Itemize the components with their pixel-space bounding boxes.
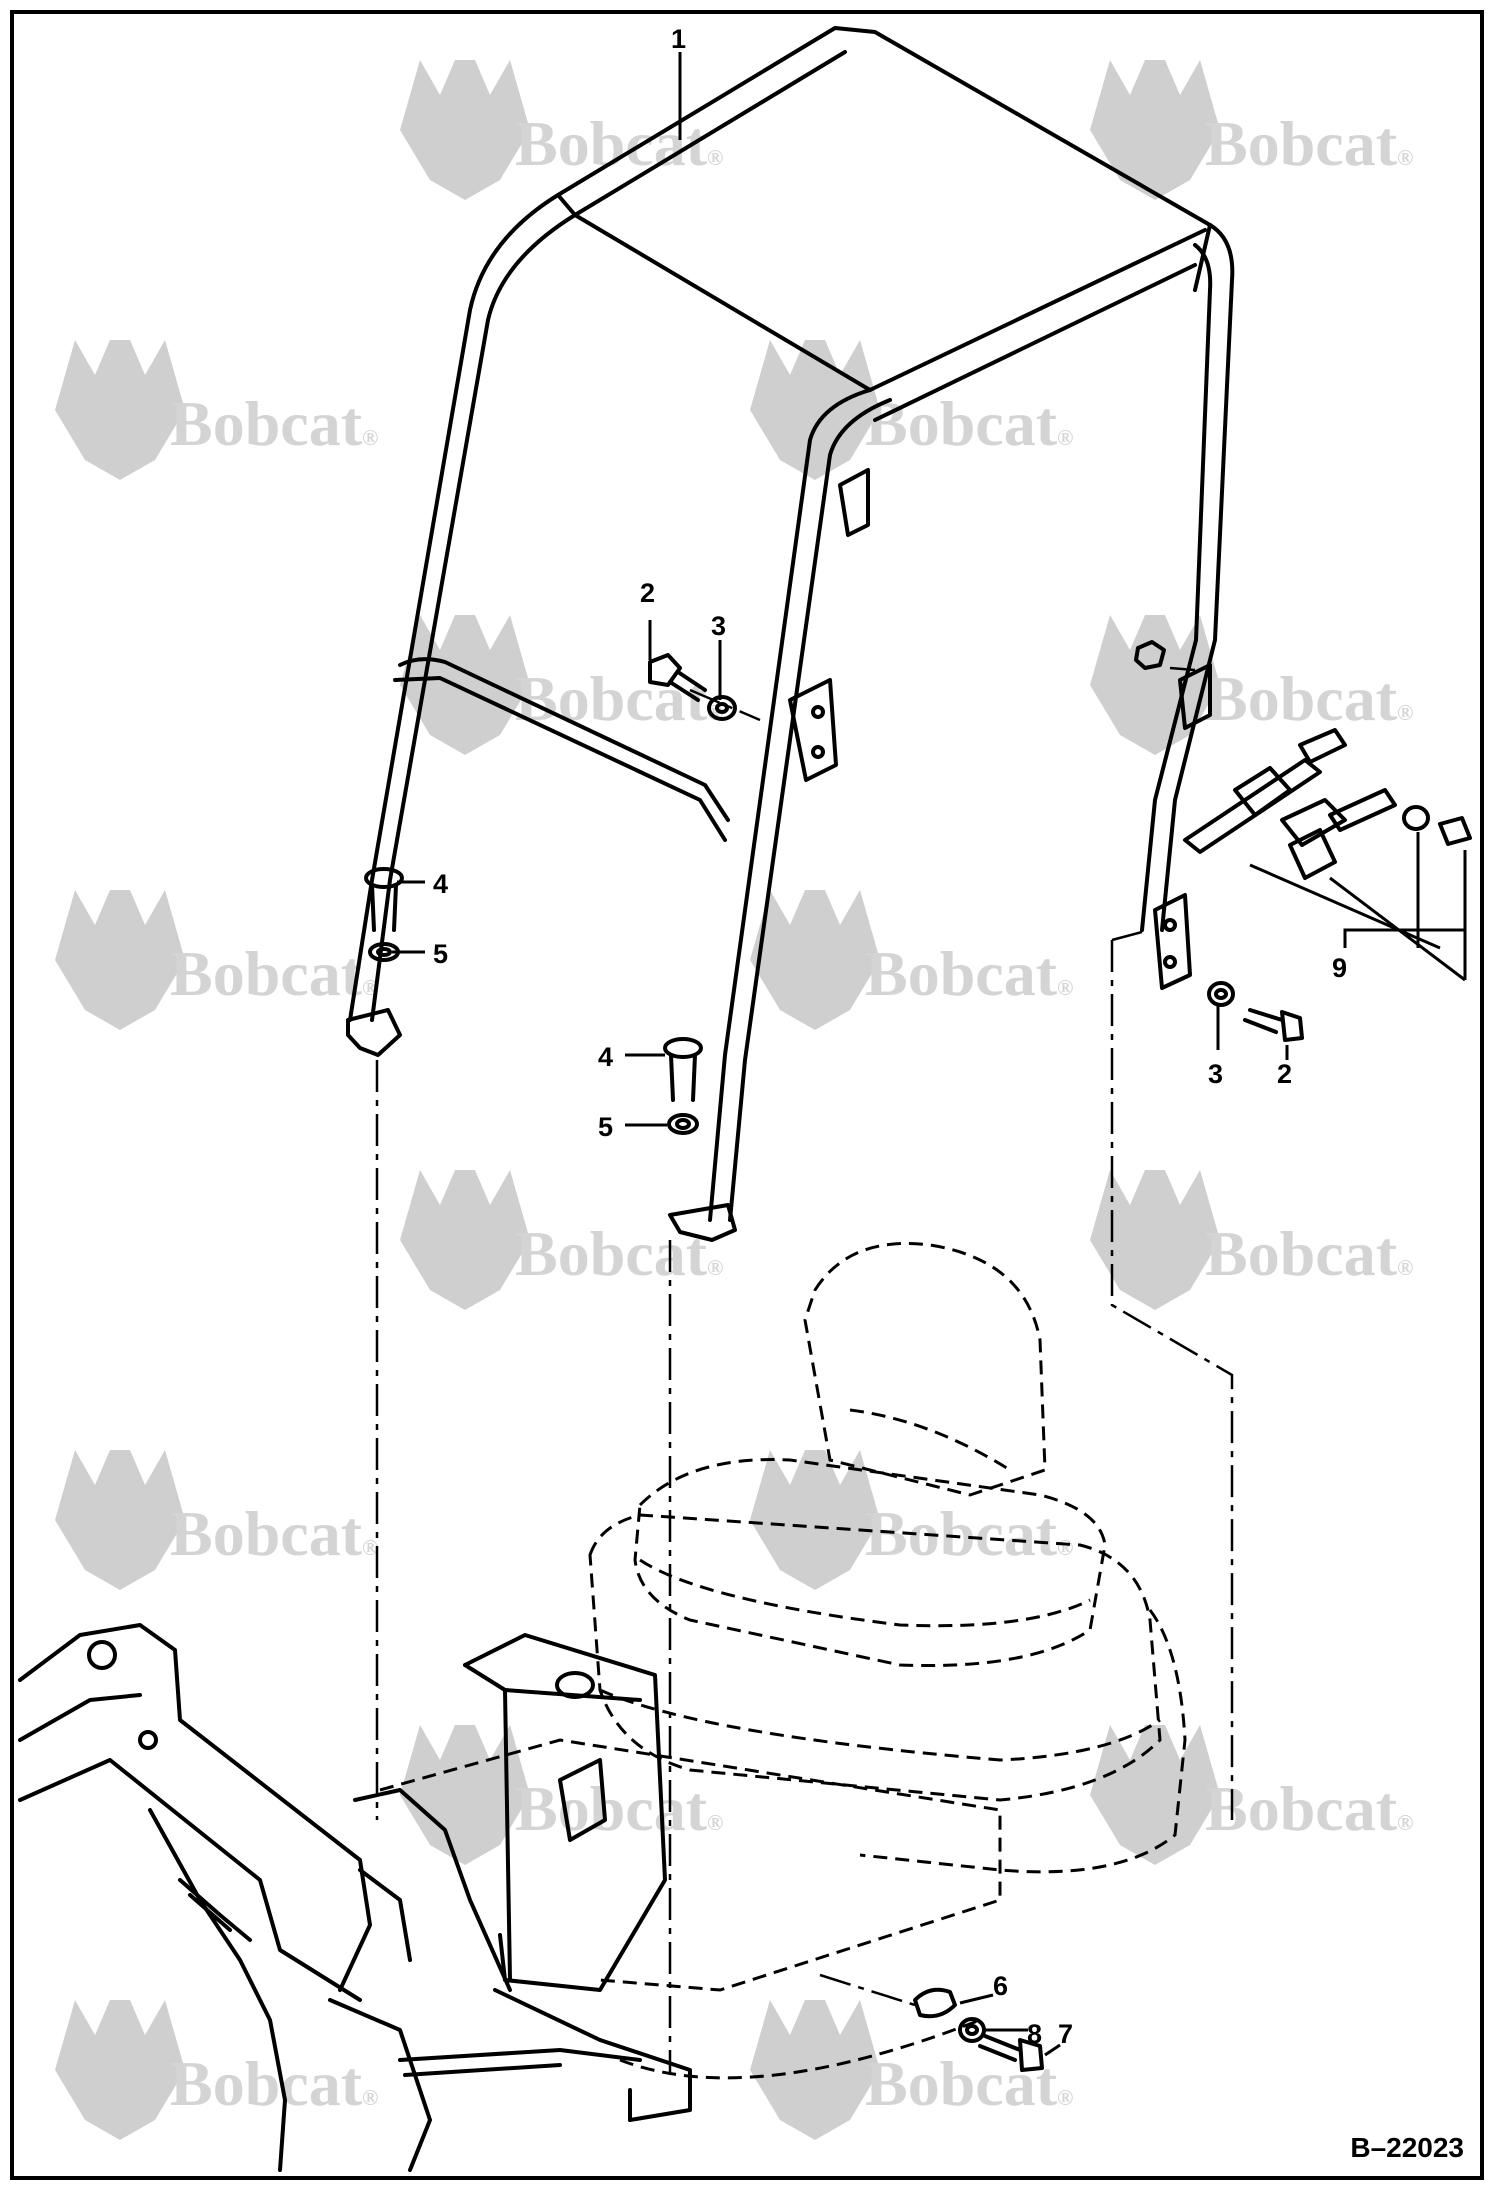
callout-6: 6	[993, 1971, 1008, 2001]
watermark: Bobcat®	[55, 890, 378, 1030]
svg-text:Bobcat®: Bobcat®	[865, 1498, 1073, 1569]
watermark: Bobcat®	[750, 2000, 1073, 2140]
svg-text:Bobcat®: Bobcat®	[515, 1773, 723, 1844]
svg-text:Bobcat®: Bobcat®	[865, 938, 1073, 1009]
bolt-icon	[364, 867, 404, 932]
watermark: Bobcat®	[750, 890, 1073, 1030]
drawing-frame	[10, 10, 1484, 2180]
svg-text:Bobcat®: Bobcat®	[170, 1498, 378, 1569]
washer-icon	[667, 1113, 699, 1135]
callout-2: 2	[1277, 1059, 1292, 1089]
bolt-icon	[978, 2034, 1044, 2072]
svg-text:Bobcat®: Bobcat®	[170, 2048, 378, 2119]
hardware	[364, 640, 1304, 2072]
watermark: Bobcat®	[55, 340, 378, 480]
drawing-number: B–22023	[1350, 2132, 1464, 2163]
watermark: Bobcat®	[400, 615, 723, 755]
leader-lines	[392, 52, 1465, 2057]
svg-text:Bobcat®: Bobcat®	[515, 1218, 723, 1289]
callout-4: 4	[598, 1042, 613, 1072]
callout-3: 3	[1208, 1059, 1223, 1089]
callout-5: 5	[598, 1112, 613, 1142]
bolt-icon	[648, 653, 707, 702]
washer-icon	[707, 695, 737, 721]
watermark: Bobcat®	[1090, 1170, 1413, 1310]
bolt-icon	[663, 1037, 703, 1102]
svg-text:Bobcat®: Bobcat®	[1205, 108, 1413, 179]
watermark: Bobcat®	[750, 340, 1073, 480]
callout-5: 5	[433, 939, 448, 969]
watermark: Bobcat®	[750, 1450, 1073, 1590]
watermark: Bobcat®	[1090, 615, 1413, 755]
svg-text:Bobcat®: Bobcat®	[865, 2048, 1073, 2119]
svg-text:Bobcat®: Bobcat®	[515, 108, 723, 179]
svg-text:Bobcat®: Bobcat®	[170, 388, 378, 459]
svg-text:Bobcat®: Bobcat®	[170, 938, 378, 1009]
control-tower-and-boom	[18, 1623, 692, 2172]
seat-and-base	[379, 1241, 1187, 2080]
svg-text:Bobcat®: Bobcat®	[515, 663, 723, 734]
canopy-rops-frame	[346, 26, 1235, 1242]
assembly-centerlines	[375, 666, 1234, 2075]
washer-icon	[958, 2017, 986, 2043]
svg-text:Bobcat®: Bobcat®	[865, 388, 1073, 459]
watermark: Bobcat®	[400, 60, 723, 200]
bolt-icon	[1243, 1008, 1304, 1042]
watermark: Bobcat®	[1090, 60, 1413, 200]
seat-belt-assembly	[1183, 728, 1472, 982]
callout-7: 7	[1058, 2019, 1073, 2049]
svg-text:Bobcat®: Bobcat®	[1205, 1218, 1413, 1289]
watermark: Bobcat®	[1090, 1725, 1413, 1865]
callout-1: 1	[671, 24, 686, 54]
plate-icon	[913, 1987, 957, 2019]
callout-4: 4	[433, 869, 448, 899]
washer-icon	[1207, 981, 1235, 1007]
watermark-grid: Bobcat® Bobcat® Bobcat® Bobcat® Bobcat® …	[55, 60, 1413, 2140]
callout-3: 3	[711, 611, 726, 641]
watermark: Bobcat®	[400, 1170, 723, 1310]
svg-text:Bobcat®: Bobcat®	[1205, 1773, 1413, 1844]
callout-9: 9	[1332, 953, 1347, 983]
watermark: Bobcat®	[55, 1450, 378, 1590]
callout-8: 8	[1027, 2019, 1042, 2049]
watermark: Bobcat®	[400, 1725, 723, 1865]
svg-text:Bobcat®: Bobcat®	[1205, 663, 1413, 734]
callout-2: 2	[640, 578, 655, 608]
nut-icon	[1134, 640, 1166, 670]
callout-labels: 1 2 3 4 5 4 5 3 2 9 6 8 7	[433, 24, 1347, 2049]
watermark: Bobcat®	[55, 2000, 378, 2140]
